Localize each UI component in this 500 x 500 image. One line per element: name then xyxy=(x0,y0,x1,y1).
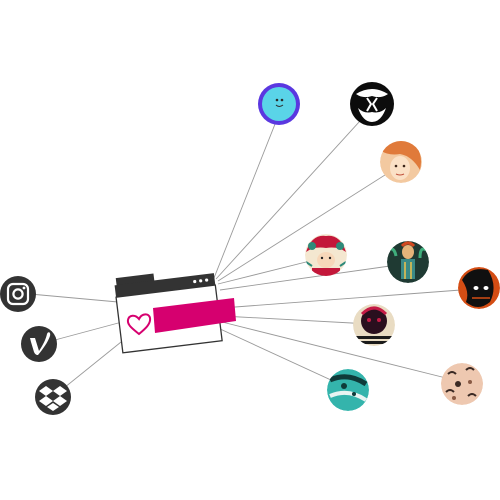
browser-tab-icon xyxy=(115,273,155,288)
green-figure-avatar[interactable] xyxy=(387,241,429,283)
orange-mask-avatar[interactable] xyxy=(458,267,500,309)
browser-window xyxy=(114,273,223,354)
instagram-icon[interactable] xyxy=(0,276,36,312)
pink-label-bar xyxy=(153,298,236,333)
connection-lines xyxy=(29,109,475,397)
connection-line xyxy=(217,167,397,282)
red-creature-avatar[interactable] xyxy=(305,234,347,278)
vimeo-icon[interactable] xyxy=(21,326,57,362)
connection-line xyxy=(217,327,345,387)
connection-line xyxy=(217,257,323,285)
connection-line xyxy=(29,293,119,303)
black-logo-avatar[interactable] xyxy=(350,82,394,126)
connection-line xyxy=(215,109,371,280)
heart-icon xyxy=(126,313,152,336)
dark-monster-avatar[interactable] xyxy=(353,304,395,346)
blue-character-avatar[interactable] xyxy=(258,83,300,125)
peach-pattern-avatar[interactable] xyxy=(441,363,483,405)
connection-line xyxy=(221,321,459,382)
connection-line xyxy=(219,263,405,291)
connection-line xyxy=(221,288,475,309)
teal-swirl-avatar[interactable] xyxy=(327,369,369,411)
browser-titlebar xyxy=(114,273,216,298)
connection-line xyxy=(213,113,280,279)
dropbox-icon[interactable] xyxy=(35,379,71,415)
connection-line xyxy=(221,315,371,325)
ginger-girl-avatar[interactable] xyxy=(380,140,422,183)
